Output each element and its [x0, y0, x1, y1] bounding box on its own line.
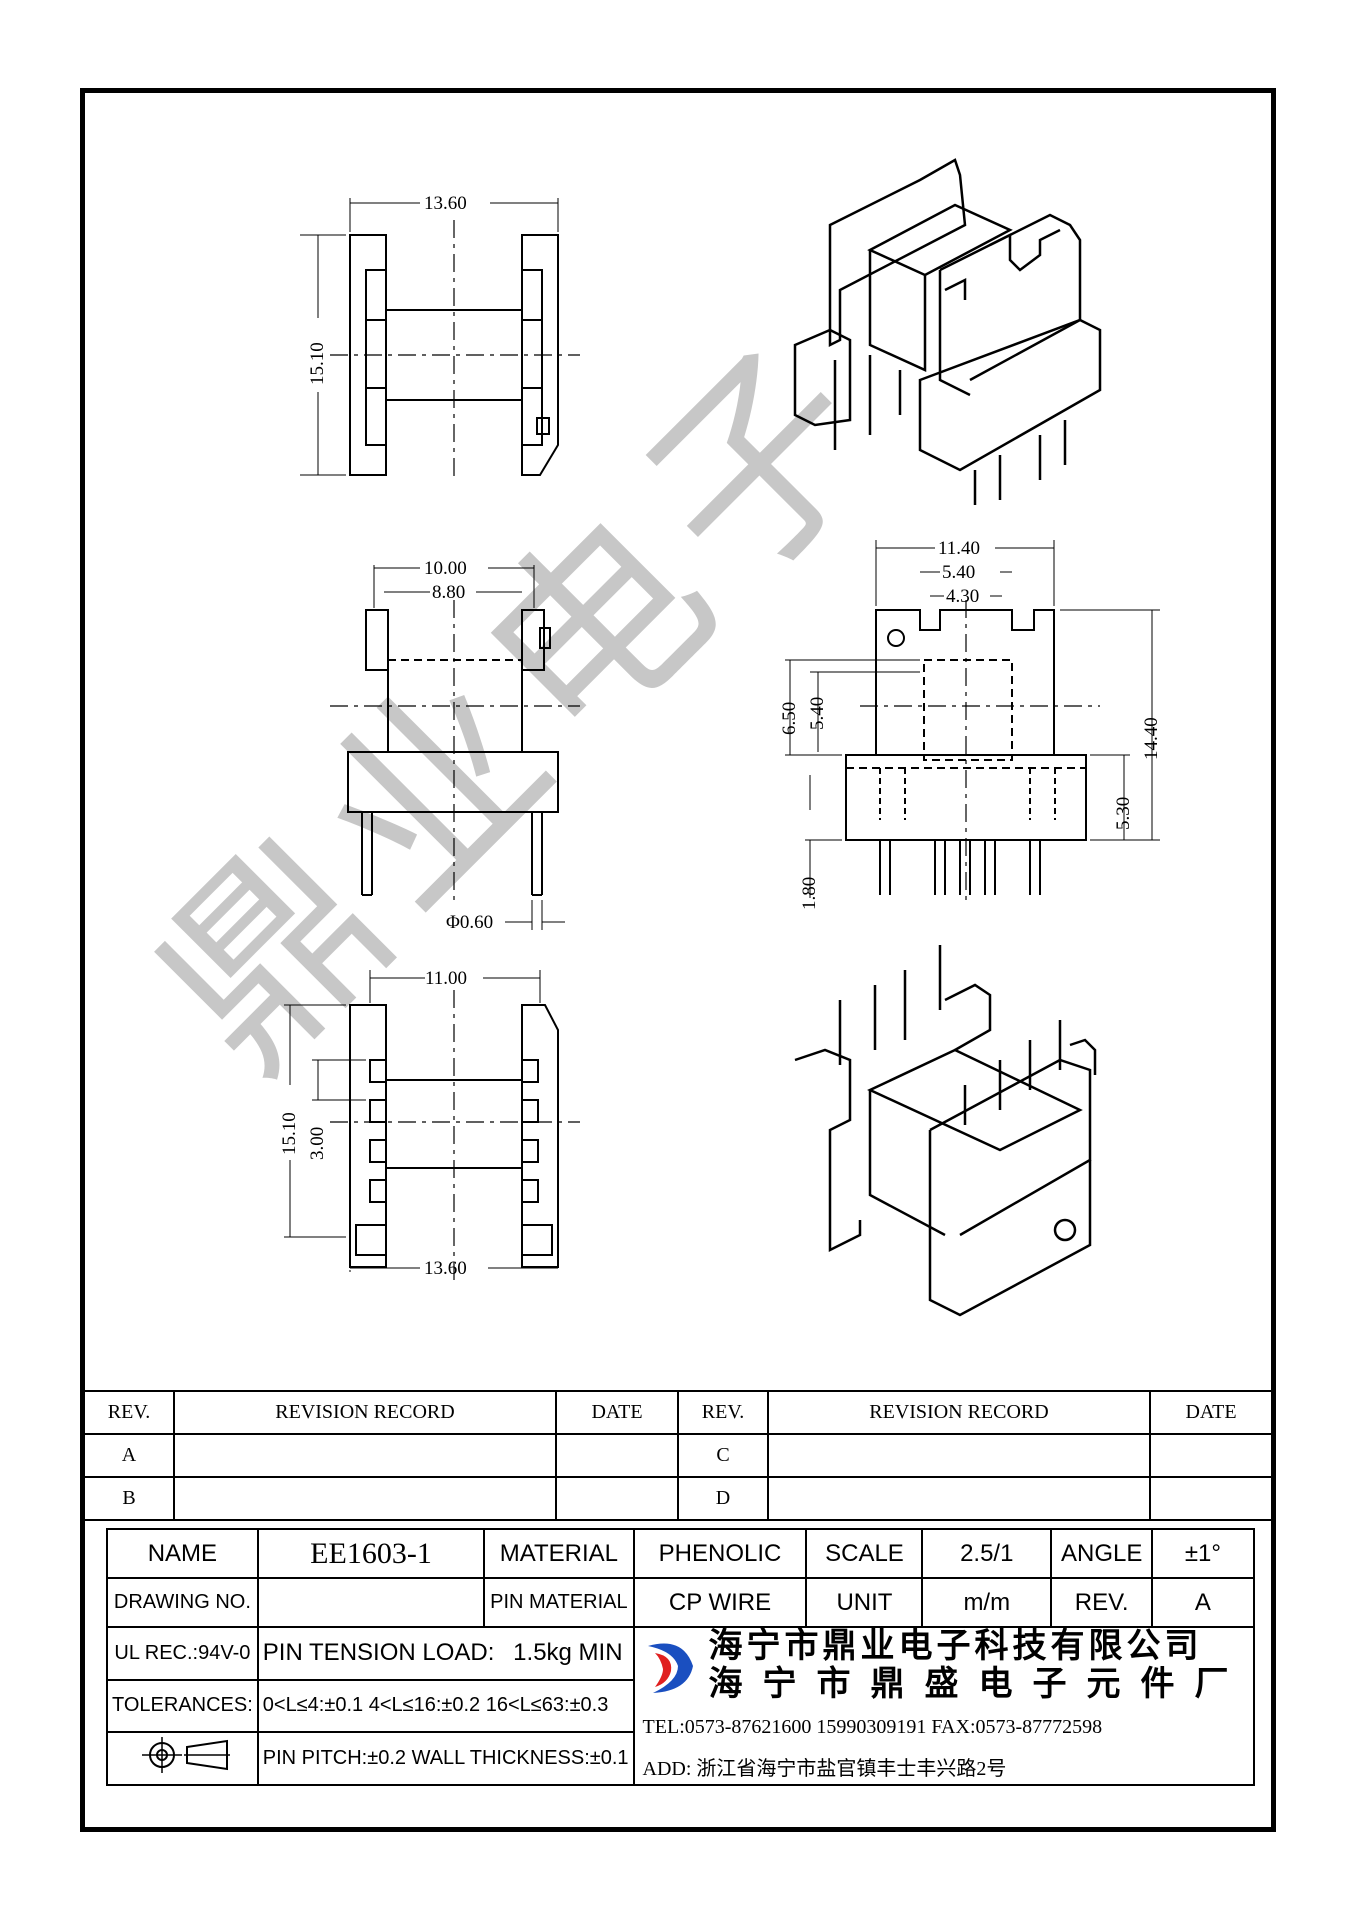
drawing-no-value: [256, 1577, 486, 1628]
material-value: PHENOLIC: [632, 1528, 808, 1579]
rev-cell: A: [83, 1433, 175, 1478]
dim-front-540: 5.40: [807, 697, 828, 730]
dim-mid-outer: 10.00: [424, 558, 467, 579]
dim-front-mid: 5.40: [942, 562, 975, 583]
scale-value: 2.5/1: [921, 1528, 1053, 1579]
rev-label: REV.: [1050, 1577, 1154, 1628]
dim-front-inner: 4.30: [946, 586, 979, 607]
pin-tension-cell: PIN TENSION LOAD: 1.5kg MIN: [256, 1626, 635, 1681]
side-view: [330, 565, 580, 930]
revision-record-header: REVISION RECORD: [767, 1390, 1151, 1435]
material-label: MATERIAL: [483, 1528, 635, 1579]
date-cell: [555, 1476, 679, 1521]
dim-bot-bottom-width: 13.60: [424, 1258, 467, 1279]
date-header: DATE: [555, 1390, 679, 1435]
dim-mid-inner: 8.80: [432, 582, 465, 603]
part-name: EE1603-1: [256, 1528, 486, 1579]
revision-record-header: REVISION RECORD: [173, 1390, 557, 1435]
dim-front-outer: 11.40: [938, 538, 980, 559]
unit-value: m/m: [921, 1577, 1053, 1628]
dim-bot-pitch: 3.00: [307, 1127, 328, 1160]
top-view: [300, 198, 580, 480]
dim-front-total: 14.40: [1141, 717, 1162, 760]
date-header: DATE: [1149, 1390, 1273, 1435]
isometric-view-bottom: [794, 945, 1097, 1317]
tolerances-label: TOLERANCES:: [106, 1678, 259, 1734]
dim-bot-height: 15.10: [279, 1112, 300, 1155]
record-cell: [173, 1433, 557, 1478]
bottom-view: [284, 970, 580, 1280]
drawing-frame: [80, 88, 1276, 1832]
technical-drawing: 13.60 15.10 10.00 8.80 Φ0.60: [112, 158, 1162, 1317]
table-row: A C: [83, 1433, 1273, 1478]
front-view: [785, 540, 1160, 905]
scale-label: SCALE: [805, 1528, 924, 1579]
company-name-1: 海宁市鼎业电子科技有限公司: [708, 1628, 1203, 1665]
unit-label: UNIT: [805, 1577, 924, 1628]
angle-label: ANGLE: [1050, 1528, 1154, 1579]
date-cell: [1149, 1476, 1273, 1521]
rev-value: A: [1151, 1577, 1255, 1628]
dim-front-530: 5.30: [1113, 797, 1134, 830]
record-cell: [767, 1476, 1151, 1521]
dim-top-height: 15.10: [307, 342, 328, 385]
ul-label: UL REC.:94V-0: [106, 1626, 259, 1681]
rev-cell: C: [677, 1433, 769, 1478]
dim-bot-top-width: 11.00: [425, 968, 467, 989]
dim-front-180: 1.80: [799, 877, 820, 910]
pin-material-value: CP WIRE: [632, 1577, 808, 1628]
company-logo-icon: [647, 1643, 693, 1693]
revision-table: REV. REVISION RECORD DATE REV. REVISION …: [83, 1390, 1273, 1521]
name-label: NAME: [106, 1528, 259, 1579]
dim-top-width: 13.60: [424, 193, 467, 214]
rev-header: REV.: [83, 1390, 175, 1435]
rev-cell: D: [677, 1476, 769, 1521]
company-name-2: 海宁市鼎盛电子元件厂: [708, 1666, 1249, 1703]
company-address: ADD: 浙江省海宁市盐官镇丰士丰兴路2号: [642, 1758, 1007, 1780]
company-cell: 海宁市鼎业电子科技有限公司 海宁市鼎盛电子元件厂 TEL:0573-876216…: [632, 1626, 1255, 1786]
revision-header-row: REV. REVISION RECORD DATE REV. REVISION …: [83, 1390, 1273, 1435]
record-cell: [173, 1476, 557, 1521]
date-cell: [1149, 1433, 1273, 1478]
company-tel: TEL:0573-87621600 15990309191 FAX:0573-8…: [642, 1716, 1103, 1738]
date-cell: [555, 1433, 679, 1478]
title-block: NAME EE1603-1 MATERIAL PHENOLIC SCALE 2.…: [106, 1528, 1255, 1786]
rev-header: REV.: [677, 1390, 769, 1435]
isometric-view-top: [793, 158, 1102, 505]
angle-value: ±1°: [1151, 1528, 1255, 1579]
tolerances-value: 0<L≤4:±0.1 4<L≤16:±0.2 16<L≤63:±0.3: [256, 1678, 635, 1734]
rev-cell: B: [83, 1476, 175, 1521]
pin-pitch: PIN PITCH:±0.2 WALL THICKNESS:±0.1: [256, 1731, 635, 1786]
pin-tension-value: 1.5kg MIN: [513, 1639, 623, 1667]
record-cell: [767, 1433, 1151, 1478]
pin-material-label: PIN MATERIAL: [483, 1577, 635, 1628]
dim-pin-diameter: Φ0.60: [446, 912, 493, 933]
table-row: B D: [83, 1476, 1273, 1521]
drawing-no-label: DRAWING NO.: [106, 1577, 259, 1628]
pin-tension-label: PIN TENSION LOAD:: [262, 1639, 495, 1667]
projection-symbol-icon: [142, 1737, 231, 1774]
dim-front-650: 6.50: [779, 702, 800, 735]
projection-symbol-cell: [106, 1731, 259, 1786]
